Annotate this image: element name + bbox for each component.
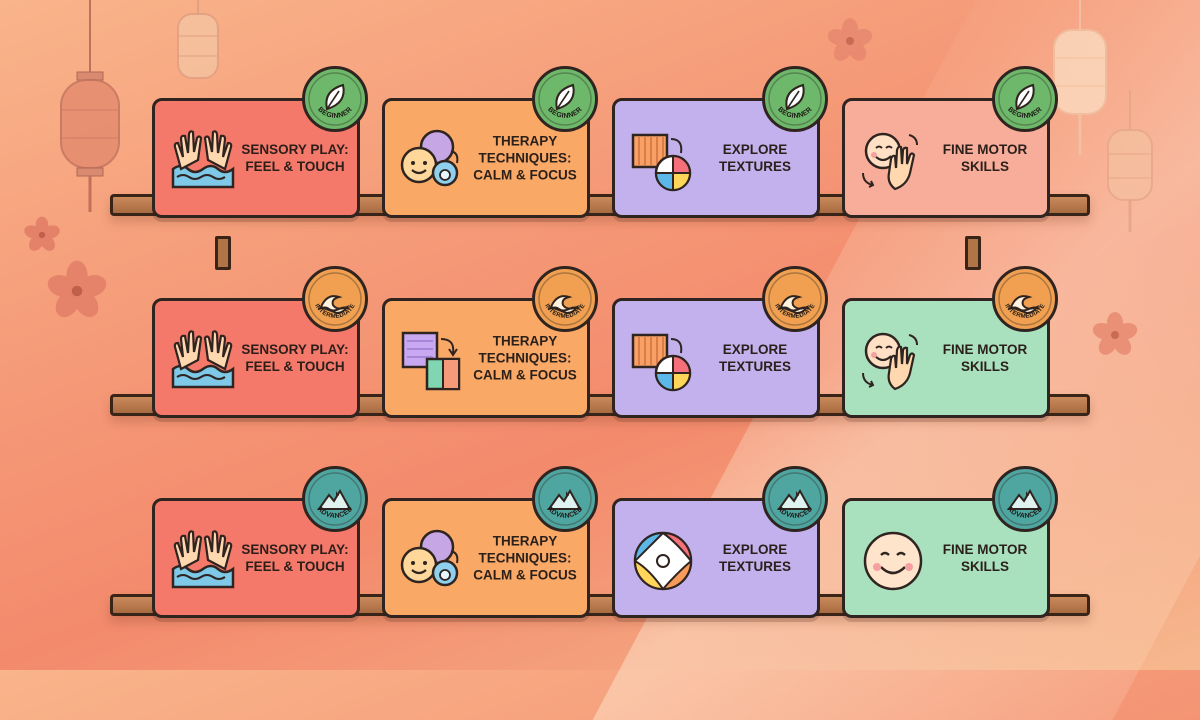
intermediate-badge: INTERMEDIATE [992, 266, 1058, 332]
card-title: SENSORY PLAY: FEEL & TOUCH [241, 541, 349, 575]
face-hand-icon [857, 125, 929, 197]
mountain-icon [317, 489, 352, 510]
card-title: SENSORY PLAY: FEEL & TOUCH [241, 341, 349, 375]
badge-label: BEGINNER [1006, 106, 1043, 120]
hands-water-icon [167, 125, 239, 197]
card-title-line: CALM & FOCUS [473, 167, 577, 183]
badge-label: BEGINNER [316, 106, 353, 120]
mountain-icon [777, 489, 812, 510]
badge-label: BEGINNER [776, 106, 813, 120]
card-title-line: THERAPY [492, 133, 558, 149]
activity-card-intermediate-4[interactable]: FINE MOTOR SKILLS [842, 298, 1050, 418]
card-title: FINE MOTOR SKILLS [931, 341, 1039, 375]
card-title-line: FINE MOTOR [942, 542, 1028, 557]
activity-card-beginner-4[interactable]: FINE MOTOR SKILLS [842, 98, 1050, 218]
beginner-badge: BEGINNER [532, 66, 598, 132]
card-title: EXPLORE TEXTURES [701, 141, 809, 175]
beginner-badge: BEGINNER [992, 66, 1058, 132]
blossom-icon [827, 18, 873, 61]
card-title-line: EXPLORE [722, 542, 788, 557]
card-title-line: FEEL & TOUCH [245, 359, 345, 374]
advanced-badge: ADVANCED [992, 466, 1058, 532]
card-title-line: THERAPY [492, 333, 558, 349]
face-hand-icon [857, 325, 929, 397]
wave-icon [318, 295, 350, 315]
smiley-face-icon [857, 525, 929, 597]
card-title-line: TECHNIQUES: [478, 550, 572, 566]
beginner-badge: BEGINNER [762, 66, 828, 132]
card-title-line: CALM & FOCUS [473, 367, 577, 383]
leaf-icon [555, 83, 575, 111]
card-title-line: EXPLORE [722, 342, 788, 357]
leaf-icon [785, 83, 805, 111]
lantern-icon [1053, 0, 1107, 155]
card-title: EXPLORE TEXTURES [701, 341, 809, 375]
card-title-line: TEXTURES [718, 359, 791, 374]
blossom-icon [47, 260, 107, 318]
card-title-line: FINE MOTOR [942, 342, 1028, 357]
hands-water-icon [167, 325, 239, 397]
svg-text:BEGINNER: BEGINNER [546, 106, 583, 120]
leaf-icon [1015, 83, 1035, 111]
lantern-icon [177, 0, 219, 79]
card-title-line: EXPLORE [722, 142, 788, 157]
card-title-line: CALM & FOCUS [473, 567, 577, 583]
badge-label: BEGINNER [546, 106, 583, 120]
intermediate-badge: INTERMEDIATE [532, 266, 598, 332]
card-title-line: TECHNIQUES: [478, 150, 572, 166]
scene: SENSORY PLAY: FEEL & TOUCH BEGINNER THERA… [24, 0, 1200, 720]
card-title-line: SENSORY PLAY: [241, 142, 349, 157]
advanced-badge: ADVANCED [302, 466, 368, 532]
intermediate-badge: INTERMEDIATE [762, 266, 828, 332]
card-title: EXPLORE TEXTURES [701, 541, 809, 575]
advanced-badge: ADVANCED [762, 466, 828, 532]
card-title-line: SKILLS [960, 159, 1009, 174]
advanced-badge: ADVANCED [532, 466, 598, 532]
shelf-bracket [965, 236, 981, 270]
intermediate-badge: INTERMEDIATE [302, 266, 368, 332]
card-title-line: FINE MOTOR [942, 142, 1028, 157]
card-title-line: FEEL & TOUCH [245, 559, 345, 574]
card-title-line: SENSORY PLAY: [241, 542, 349, 557]
blossom-icon [1092, 312, 1138, 355]
card-title-line: TEXTURES [718, 159, 791, 174]
card-title-line: FEEL & TOUCH [245, 159, 345, 174]
card-title-line: THERAPY [492, 533, 558, 549]
card-title-line: SKILLS [960, 559, 1009, 574]
textures-ball-icon [627, 125, 699, 197]
lantern-icon [1107, 90, 1153, 232]
fabric-swatches-icon [397, 325, 469, 397]
activity-card-advanced-3[interactable]: EXPLORE TEXTURES [612, 498, 820, 618]
card-title-line: SENSORY PLAY: [241, 342, 349, 357]
wave-icon [548, 295, 580, 315]
card-title: FINE MOTOR SKILLS [931, 541, 1039, 575]
calm-face-icon [397, 525, 469, 597]
svg-text:BEGINNER: BEGINNER [316, 106, 353, 120]
card-title-line: TECHNIQUES: [478, 350, 572, 366]
card-title: SENSORY PLAY: FEEL & TOUCH [241, 141, 349, 175]
calm-face-icon [397, 125, 469, 197]
svg-text:BEGINNER: BEGINNER [1006, 106, 1043, 120]
beginner-badge: BEGINNER [302, 66, 368, 132]
textures-ball-icon [627, 325, 699, 397]
card-title: FINE MOTOR SKILLS [931, 141, 1039, 175]
wave-icon [778, 295, 810, 315]
hands-water-icon [167, 525, 239, 597]
svg-text:BEGINNER: BEGINNER [776, 106, 813, 120]
shelf-bracket [215, 236, 231, 270]
blossom-icon [24, 216, 60, 251]
mountain-icon [547, 489, 582, 510]
beach-ball-icon [627, 525, 699, 597]
card-title-line: SKILLS [960, 359, 1009, 374]
mountain-icon [1007, 489, 1042, 510]
card-title-line: TEXTURES [718, 559, 791, 574]
wave-icon [1008, 295, 1040, 315]
leaf-icon [325, 83, 345, 111]
lantern-icon [60, 0, 120, 212]
